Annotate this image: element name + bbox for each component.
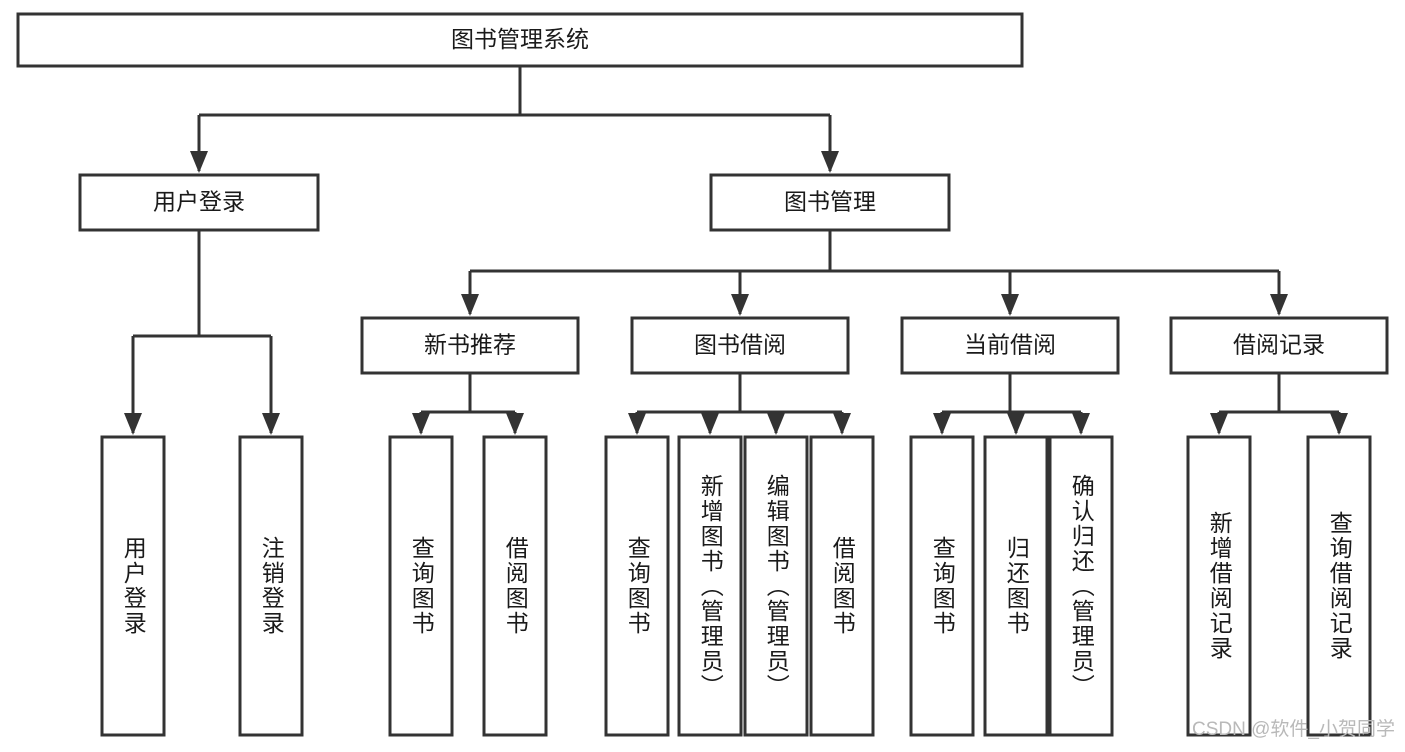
level3-node-label-0: 新书推荐 [424,332,516,358]
arrow-head-icon [833,413,851,435]
node-rect[interactable] [78,173,320,232]
leaf-node-11[interactable] [1186,435,1252,737]
level3-node-label-3: 借阅记录 [1233,332,1325,358]
arrow-head-icon [701,413,719,435]
node-rect[interactable] [1186,435,1252,737]
leaf-node-10[interactable] [1048,435,1114,737]
node-rect[interactable] [983,435,1049,737]
level3-node-1[interactable] [630,316,850,375]
node-rect[interactable] [909,435,975,737]
arrow-head-icon [1210,413,1228,435]
level3-node-2[interactable] [900,316,1120,375]
leaf-node-3[interactable] [482,435,548,737]
node-rect[interactable] [1306,435,1372,737]
leaf-node-12[interactable] [1306,435,1372,737]
arrow-head-icon [1001,294,1019,316]
leaf-node-1[interactable] [238,435,304,737]
connectors-layer [124,66,1348,435]
arrow-head-icon [628,413,646,435]
node-rect[interactable] [238,435,304,737]
arrow-head-icon [1072,413,1090,435]
leaf-node-0[interactable] [100,435,166,737]
arrow-head-icon [1330,413,1348,435]
level3-node-label-1: 图书借阅 [694,332,786,358]
level2-node-label-0: 用户登录 [153,189,245,215]
node-rect[interactable] [482,435,548,737]
watermark-credit: CSDN @软件_小贺同学 [1192,719,1395,740]
level3-node-label-2: 当前借阅 [964,332,1056,358]
level2-node-1[interactable] [709,173,951,232]
node-rect[interactable] [1169,316,1389,375]
arrow-head-icon [731,294,749,316]
node-rect[interactable] [604,435,670,737]
level3-node-0[interactable] [360,316,580,375]
leaf-node-9[interactable] [983,435,1049,737]
arrow-head-icon [1270,294,1288,316]
node-rect[interactable] [1048,435,1114,737]
node-rect[interactable] [900,316,1120,375]
arrow-head-icon [461,294,479,316]
node-rect[interactable] [630,316,850,375]
node-rect[interactable] [809,435,875,737]
arrow-head-icon [124,413,142,435]
arrow-head-icon [506,413,524,435]
node-rect[interactable] [100,435,166,737]
level2-node-label-1: 图书管理 [784,189,876,215]
arrow-head-icon [1007,413,1025,435]
leaf-node-6[interactable] [743,435,809,737]
arrow-head-icon [767,413,785,435]
arrow-head-icon [412,413,430,435]
arrow-head-icon [821,151,839,173]
node-rect[interactable] [743,435,809,737]
arrow-head-icon [190,151,208,173]
root-node[interactable] [16,12,1024,68]
node-rect[interactable] [16,12,1024,68]
leaf-node-8[interactable] [909,435,975,737]
level2-node-0[interactable] [78,173,320,232]
boxes-layer [16,12,1389,737]
node-rect[interactable] [388,435,454,737]
level3-node-3[interactable] [1169,316,1389,375]
root-node-label: 图书管理系统 [451,26,589,52]
node-rect[interactable] [360,316,580,375]
leaf-node-2[interactable] [388,435,454,737]
leaf-node-5[interactable] [677,435,743,737]
node-rect[interactable] [677,435,743,737]
leaf-node-7[interactable] [809,435,875,737]
arrow-head-icon [933,413,951,435]
arrow-head-icon [262,413,280,435]
leaf-node-4[interactable] [604,435,670,737]
node-rect[interactable] [709,173,951,232]
